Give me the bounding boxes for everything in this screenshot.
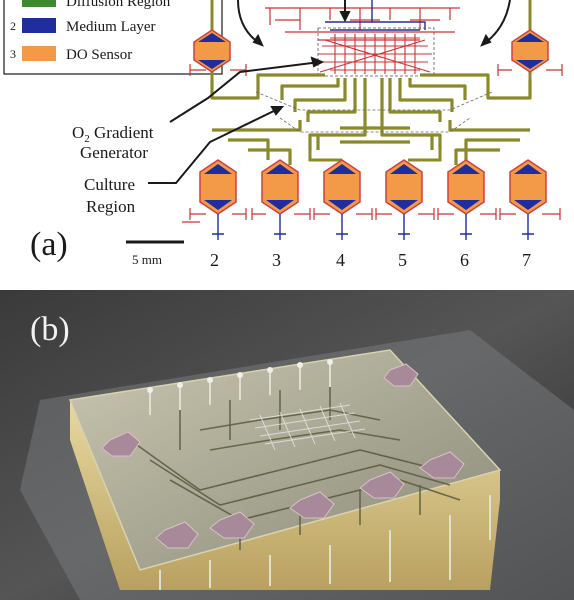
sensor-bottom-5 [447, 159, 485, 240]
diffusion-channels [210, 73, 532, 165]
sensor-bottom-2 [261, 159, 299, 240]
chip-side [70, 400, 500, 590]
channel-outlines [255, 91, 493, 133]
gas-inlet-lines [265, 7, 460, 41]
medium-inlets [325, 0, 426, 31]
annotation-pointers [148, 56, 325, 184]
chip-top [68, 349, 502, 571]
port-number-2: 2 [210, 250, 219, 270]
region-label: Region [86, 197, 136, 216]
port-number-6: 6 [460, 250, 469, 270]
legend-number-3: 3 [10, 47, 16, 61]
o2-generator-label: Generator [80, 143, 148, 162]
culture-label: Culture [84, 175, 135, 194]
sensor-top-right [511, 0, 549, 82]
sensor-bottom-4 [385, 159, 423, 240]
device-photo: (b) [0, 290, 574, 600]
pointer-arrows [237, 0, 511, 47]
legend: Diffusion Region 2 Medium Layer 3 DO Sen… [3, 0, 223, 75]
diffusion-stubs [308, 150, 442, 162]
device-schematic: Diffusion Region 2 Medium Layer 3 DO Sen… [3, 0, 563, 270]
sensor-bottom-1 [199, 159, 237, 240]
port-number-4: 4 [336, 250, 345, 270]
legend-label-sensor: DO Sensor [66, 47, 132, 63]
sensor-top-left [193, 0, 231, 82]
gradient-generator-mesh [318, 34, 432, 74]
legend-label-diffusion: Diffusion Region [66, 0, 171, 10]
legend-swatch-sensor [22, 46, 56, 61]
panel-a-label: (a) [30, 226, 68, 263]
legend-label-medium: Medium Layer [66, 19, 156, 35]
legend-swatch-medium [22, 18, 56, 33]
gradient-region-outline [317, 27, 435, 77]
chip-sensors [101, 363, 465, 549]
port-number-7: 7 [522, 250, 531, 270]
legend-swatch-diffusion [22, 0, 56, 7]
chip-pin-heads [147, 359, 333, 393]
panel-b-label: (b) [30, 311, 70, 348]
chip-pins [149, 362, 491, 590]
sensor-bottom-6 [509, 159, 547, 240]
chip-mesh [249, 402, 366, 451]
sensor-bottom-3 [323, 159, 361, 240]
sensor-gas-ports [182, 64, 563, 223]
port-number-5: 5 [398, 250, 407, 270]
legend-number-2: 2 [10, 19, 16, 33]
port-number-3: 3 [272, 250, 281, 270]
o2-gradient-label: O2 Gradient [72, 123, 154, 145]
scale-bar-label: 5 mm [132, 252, 162, 267]
